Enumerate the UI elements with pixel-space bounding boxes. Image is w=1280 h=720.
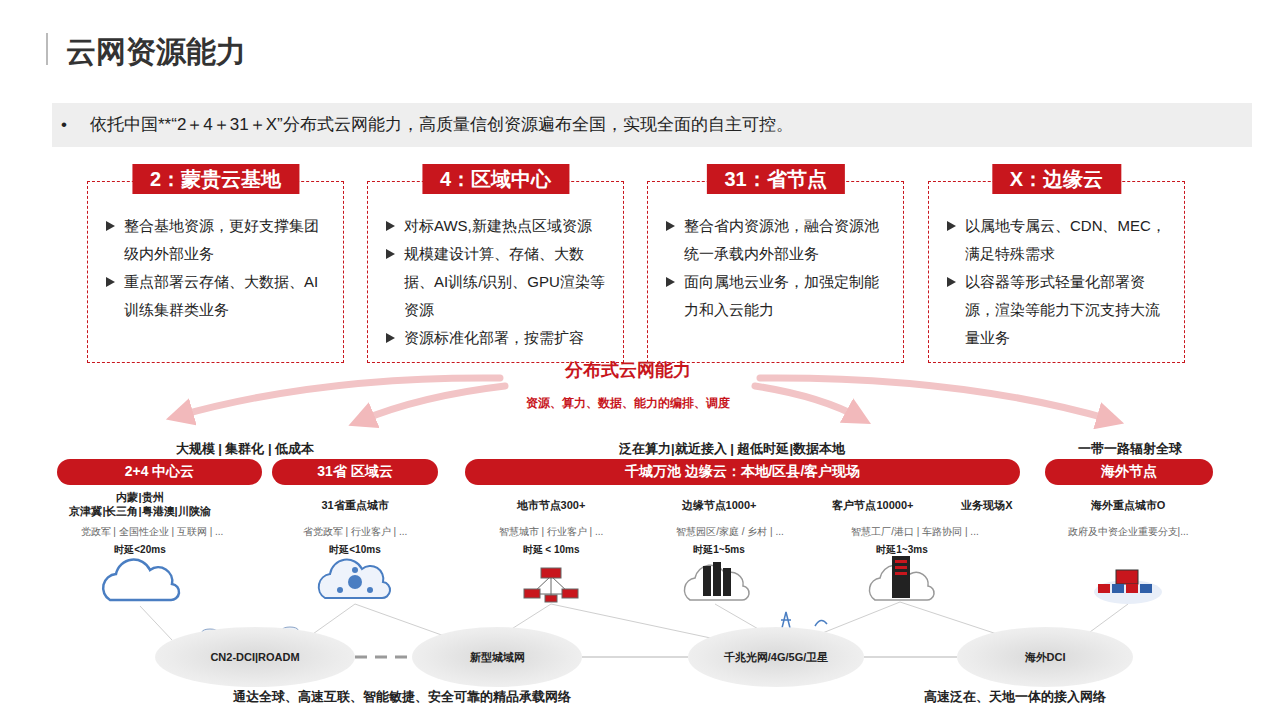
bullet-text: 重点部署云存储、大数据、AI训练集群类业务	[102, 268, 331, 324]
bullet-text: 整合省内资源池，融合资源池统一承载内外部业务	[662, 212, 891, 268]
node-text: 千城万池 边缘云：本地/区县/客户现场	[625, 463, 861, 481]
bullet-mark: •	[56, 107, 72, 143]
network-link	[582, 656, 688, 658]
network-ellipse: 新型城域网	[412, 627, 582, 687]
node-cluster-icon	[524, 568, 578, 602]
bullet-text: 整合基地资源，更好支撑集团级内外部业务	[102, 212, 331, 268]
node-text: 依托中国**“2＋4＋31＋X”分布式云网能力，高质量信创资源遍布全国，实现全面…	[90, 115, 793, 134]
network-ellipse: CN2-DCI|ROADM	[155, 627, 355, 687]
bullet-text: 对标AWS,新建热点区域资源	[382, 212, 611, 240]
title-rule	[46, 33, 48, 65]
bullet-text: 以容器等形式轻量化部署资源，渲染等能力下沉支持大流量业务	[943, 268, 1172, 352]
node-text: 海外DCI	[1025, 650, 1066, 665]
network-link	[864, 656, 957, 658]
label-text: 智慧城市 | 行业客户 | ...	[466, 525, 636, 538]
box-heading: 4：区域中心	[422, 164, 569, 194]
label-text: 分布式云网能力	[508, 359, 748, 381]
page-title: 云网资源能力	[66, 32, 246, 73]
label-text: 边缘节点1000+	[649, 498, 789, 512]
label-text: 资源、算力、数据、能力的编排、调度	[518, 391, 738, 415]
bullet-text: 规模建设计算、存储、大数据、AI训练/识别、GPU渲染等资源	[382, 240, 611, 324]
cloud-pill: 31省 区域云	[272, 459, 438, 485]
label-text: 时延<10ms	[295, 543, 415, 556]
label-text: 党政军 | 全国性企业 | 互联网 | ...	[37, 525, 267, 538]
edge-server-icon	[684, 562, 749, 600]
customer-server-icon	[869, 556, 934, 600]
label-text: 通达全球、高速互联、智能敏捷、安全可靠的精品承载网络	[182, 689, 622, 705]
fan-arrows	[178, 378, 1112, 421]
antenna-symbols	[781, 612, 827, 628]
node-text: 海外节点	[1101, 463, 1157, 481]
bullet-text: 资源标准化部署，按需扩容	[382, 324, 611, 352]
tier-box: X：边缘云以属地专属云、CDN、MEC，满足特殊需求以容器等形式轻量化部署资源，…	[928, 181, 1185, 363]
bullet-text: 面向属地云业务，加强定制能力和入云能力	[662, 268, 891, 324]
node-text: 31省 区域云	[317, 463, 392, 481]
label-text: 大规模 | 集群化 | 低成本	[125, 441, 365, 457]
cloud-pill: 2+4 中心云	[57, 459, 262, 485]
network-link	[355, 656, 412, 659]
tier-box: 2：蒙贵云基地整合基地资源，更好支撑集团级内外部业务重点部署云存储、大数据、AI…	[87, 181, 344, 363]
box-heading: 31：省节点	[706, 164, 844, 194]
label-text: 泛在算力|就近接入 | 超低时延|数据本地	[572, 441, 892, 457]
network-cloud-icon	[319, 560, 390, 598]
tier-box: 31：省节点整合省内资源池，融合资源池统一承载内外部业务面向属地云业务，加强定制…	[647, 181, 904, 363]
cloud-pill: 海外节点	[1045, 459, 1213, 485]
node-text: 2+4 中心云	[125, 463, 195, 481]
label-text: 一带一路辐射全球	[1030, 441, 1230, 457]
network-ellipse: 千兆光网/4G/5G/卫星	[688, 627, 864, 687]
label-text: 内蒙|贵州	[40, 490, 240, 504]
label-text: 时延1~3ms	[842, 543, 962, 556]
label-text: 智慧工厂/港口 | 车路协同 | ...	[815, 525, 1015, 538]
node-text: CN2-DCI|ROADM	[210, 651, 299, 663]
cloud-icon	[103, 560, 179, 601]
label-text: 客户节点10000+	[803, 498, 943, 512]
label-text: 智慧园区/家庭 / 乡村 | ...	[645, 525, 815, 538]
label-text: 海外重点城市O	[1048, 498, 1208, 512]
label-text: 业务现场X	[937, 498, 1037, 512]
network-ellipse: 海外DCI	[957, 627, 1133, 687]
label-text: 京津冀|长三角|粤港澳|川陕渝	[35, 504, 245, 518]
label-text: 省党政军 | 行业客户 | ...	[260, 525, 450, 538]
label-text: 高速泛在、天地一体的接入网络	[865, 689, 1165, 705]
tier-box: 4：区域中心对标AWS,新建热点区域资源规模建设计算、存储、大数据、AI训练/识…	[367, 181, 624, 363]
intro-banner: 依托中国**“2＋4＋31＋X”分布式云网能力，高质量信创资源遍布全国，实现全面…	[52, 103, 1252, 147]
label-text: 时延 < 10ms	[491, 543, 611, 556]
bullet-text: 以属地专属云、CDN、MEC，满足特殊需求	[943, 212, 1172, 268]
label-text: 31省重点城市	[275, 498, 435, 512]
label-text: 时延<20ms	[80, 543, 200, 556]
label-text: 时延1~5ms	[659, 543, 779, 556]
node-text: 新型城域网	[470, 650, 525, 665]
node-text: 千兆光网/4G/5G/卫星	[724, 650, 829, 665]
box-heading: X：边缘云	[992, 164, 1121, 194]
label-text: 政府及中资企业重要分支|...	[1023, 525, 1233, 538]
label-text: 地市节点300+	[471, 498, 631, 512]
overseas-screens-icon	[1094, 570, 1162, 604]
box-heading: 2：蒙贵云基地	[132, 164, 299, 194]
edge-band: 千城万池 边缘云：本地/区县/客户现场	[465, 459, 1020, 485]
